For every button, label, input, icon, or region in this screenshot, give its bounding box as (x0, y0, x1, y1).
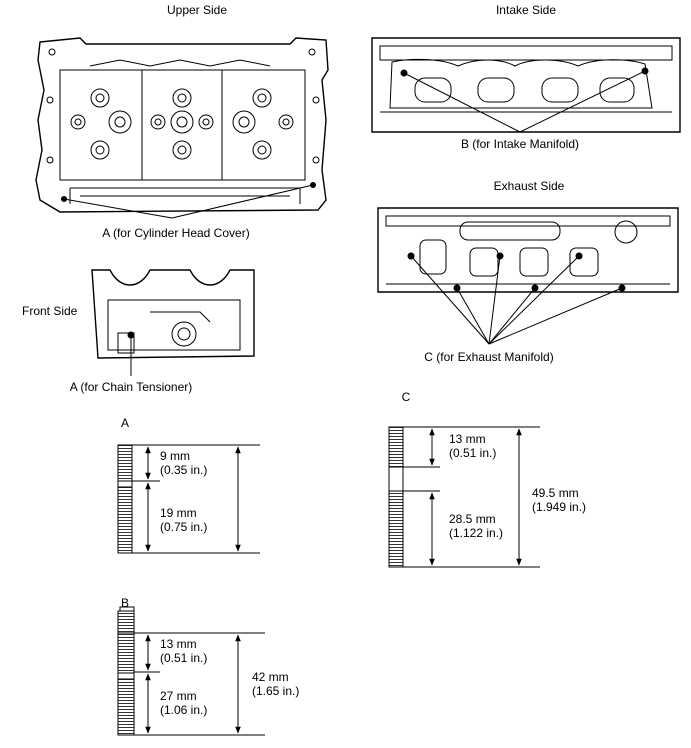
front-side-title: Front Side (22, 304, 78, 318)
stud-b-upper-mm: 13 mm (160, 637, 197, 651)
stud-b-upper-in: (0.51 in.) (160, 651, 208, 665)
stud-c-total-mm: 49.5 mm (532, 486, 579, 500)
stud-b-lower-in: (1.06 in.) (160, 703, 208, 717)
stud-b (117, 606, 135, 736)
stud-b-total-in: (1.65 in.) (252, 684, 300, 698)
leader-b-intake (403, 70, 646, 133)
stud-c-upper-in: (0.51 in.) (449, 446, 497, 460)
stud-c-upper-dim: 13 mm (0.51 in.) (449, 432, 496, 460)
stud-c-upper-mm: 13 mm (449, 432, 486, 446)
stud-c-total-in: (1.949 in.) (532, 500, 587, 514)
stud-a-upper-in: (0.35 in.) (160, 463, 208, 477)
stud-a-lower-mm: 19 mm (160, 506, 197, 520)
stud-b-lower-mm: 27 mm (160, 689, 197, 703)
stud-b-upper-dim: 13 mm (0.51 in.) (160, 637, 207, 665)
stud-c-lower-dim: 28.5 mm (1.122 in.) (449, 512, 503, 540)
upper-side-head (35, 37, 329, 213)
stud-a (117, 444, 133, 554)
callout-a-chain: A (for Chain Tensioner) (69, 380, 193, 394)
stud-b-letter: B (120, 596, 130, 610)
exhaust-side-head (377, 207, 679, 293)
stud-b-total-dim: 42 mm (1.65 in.) (252, 670, 299, 698)
stud-a-letter: A (120, 416, 130, 430)
stud-a-dims (132, 444, 260, 554)
stud-a-lower-in: (0.75 in.) (160, 520, 208, 534)
stud-c-total-dim: 49.5 mm (1.949 in.) (532, 486, 586, 514)
stud-c-dims (403, 426, 540, 568)
stud-b-dims (134, 632, 265, 736)
intake-side-title: Intake Side (495, 3, 557, 17)
callout-c-exhaust: C (for Exhaust Manifold) (424, 350, 554, 364)
callout-b-intake: B (for Intake Manifold) (460, 137, 580, 151)
stud-b-total-mm: 42 mm (252, 670, 289, 684)
intake-side-head (371, 37, 681, 133)
leader-c-exhaust (410, 255, 623, 345)
stud-a-lower-dim: 19 mm (0.75 in.) (160, 506, 207, 534)
stud-c-lower-in: (1.122 in.) (449, 526, 504, 540)
stud-a-upper-dim: 9 mm (0.35 in.) (160, 449, 207, 477)
stud-c (388, 426, 404, 568)
stud-b-lower-dim: 27 mm (1.06 in.) (160, 689, 207, 717)
stud-a-upper-mm: 9 mm (160, 449, 190, 463)
stud-c-letter: C (401, 390, 411, 404)
callout-a-head-cover: A (for Cylinder Head Cover) (102, 226, 250, 240)
front-side-head (91, 269, 255, 359)
upper-side-title: Upper Side (166, 3, 228, 17)
exhaust-side-title: Exhaust Side (493, 179, 565, 193)
leader-a-head-cover (63, 184, 314, 219)
stud-c-lower-mm: 28.5 mm (449, 512, 496, 526)
